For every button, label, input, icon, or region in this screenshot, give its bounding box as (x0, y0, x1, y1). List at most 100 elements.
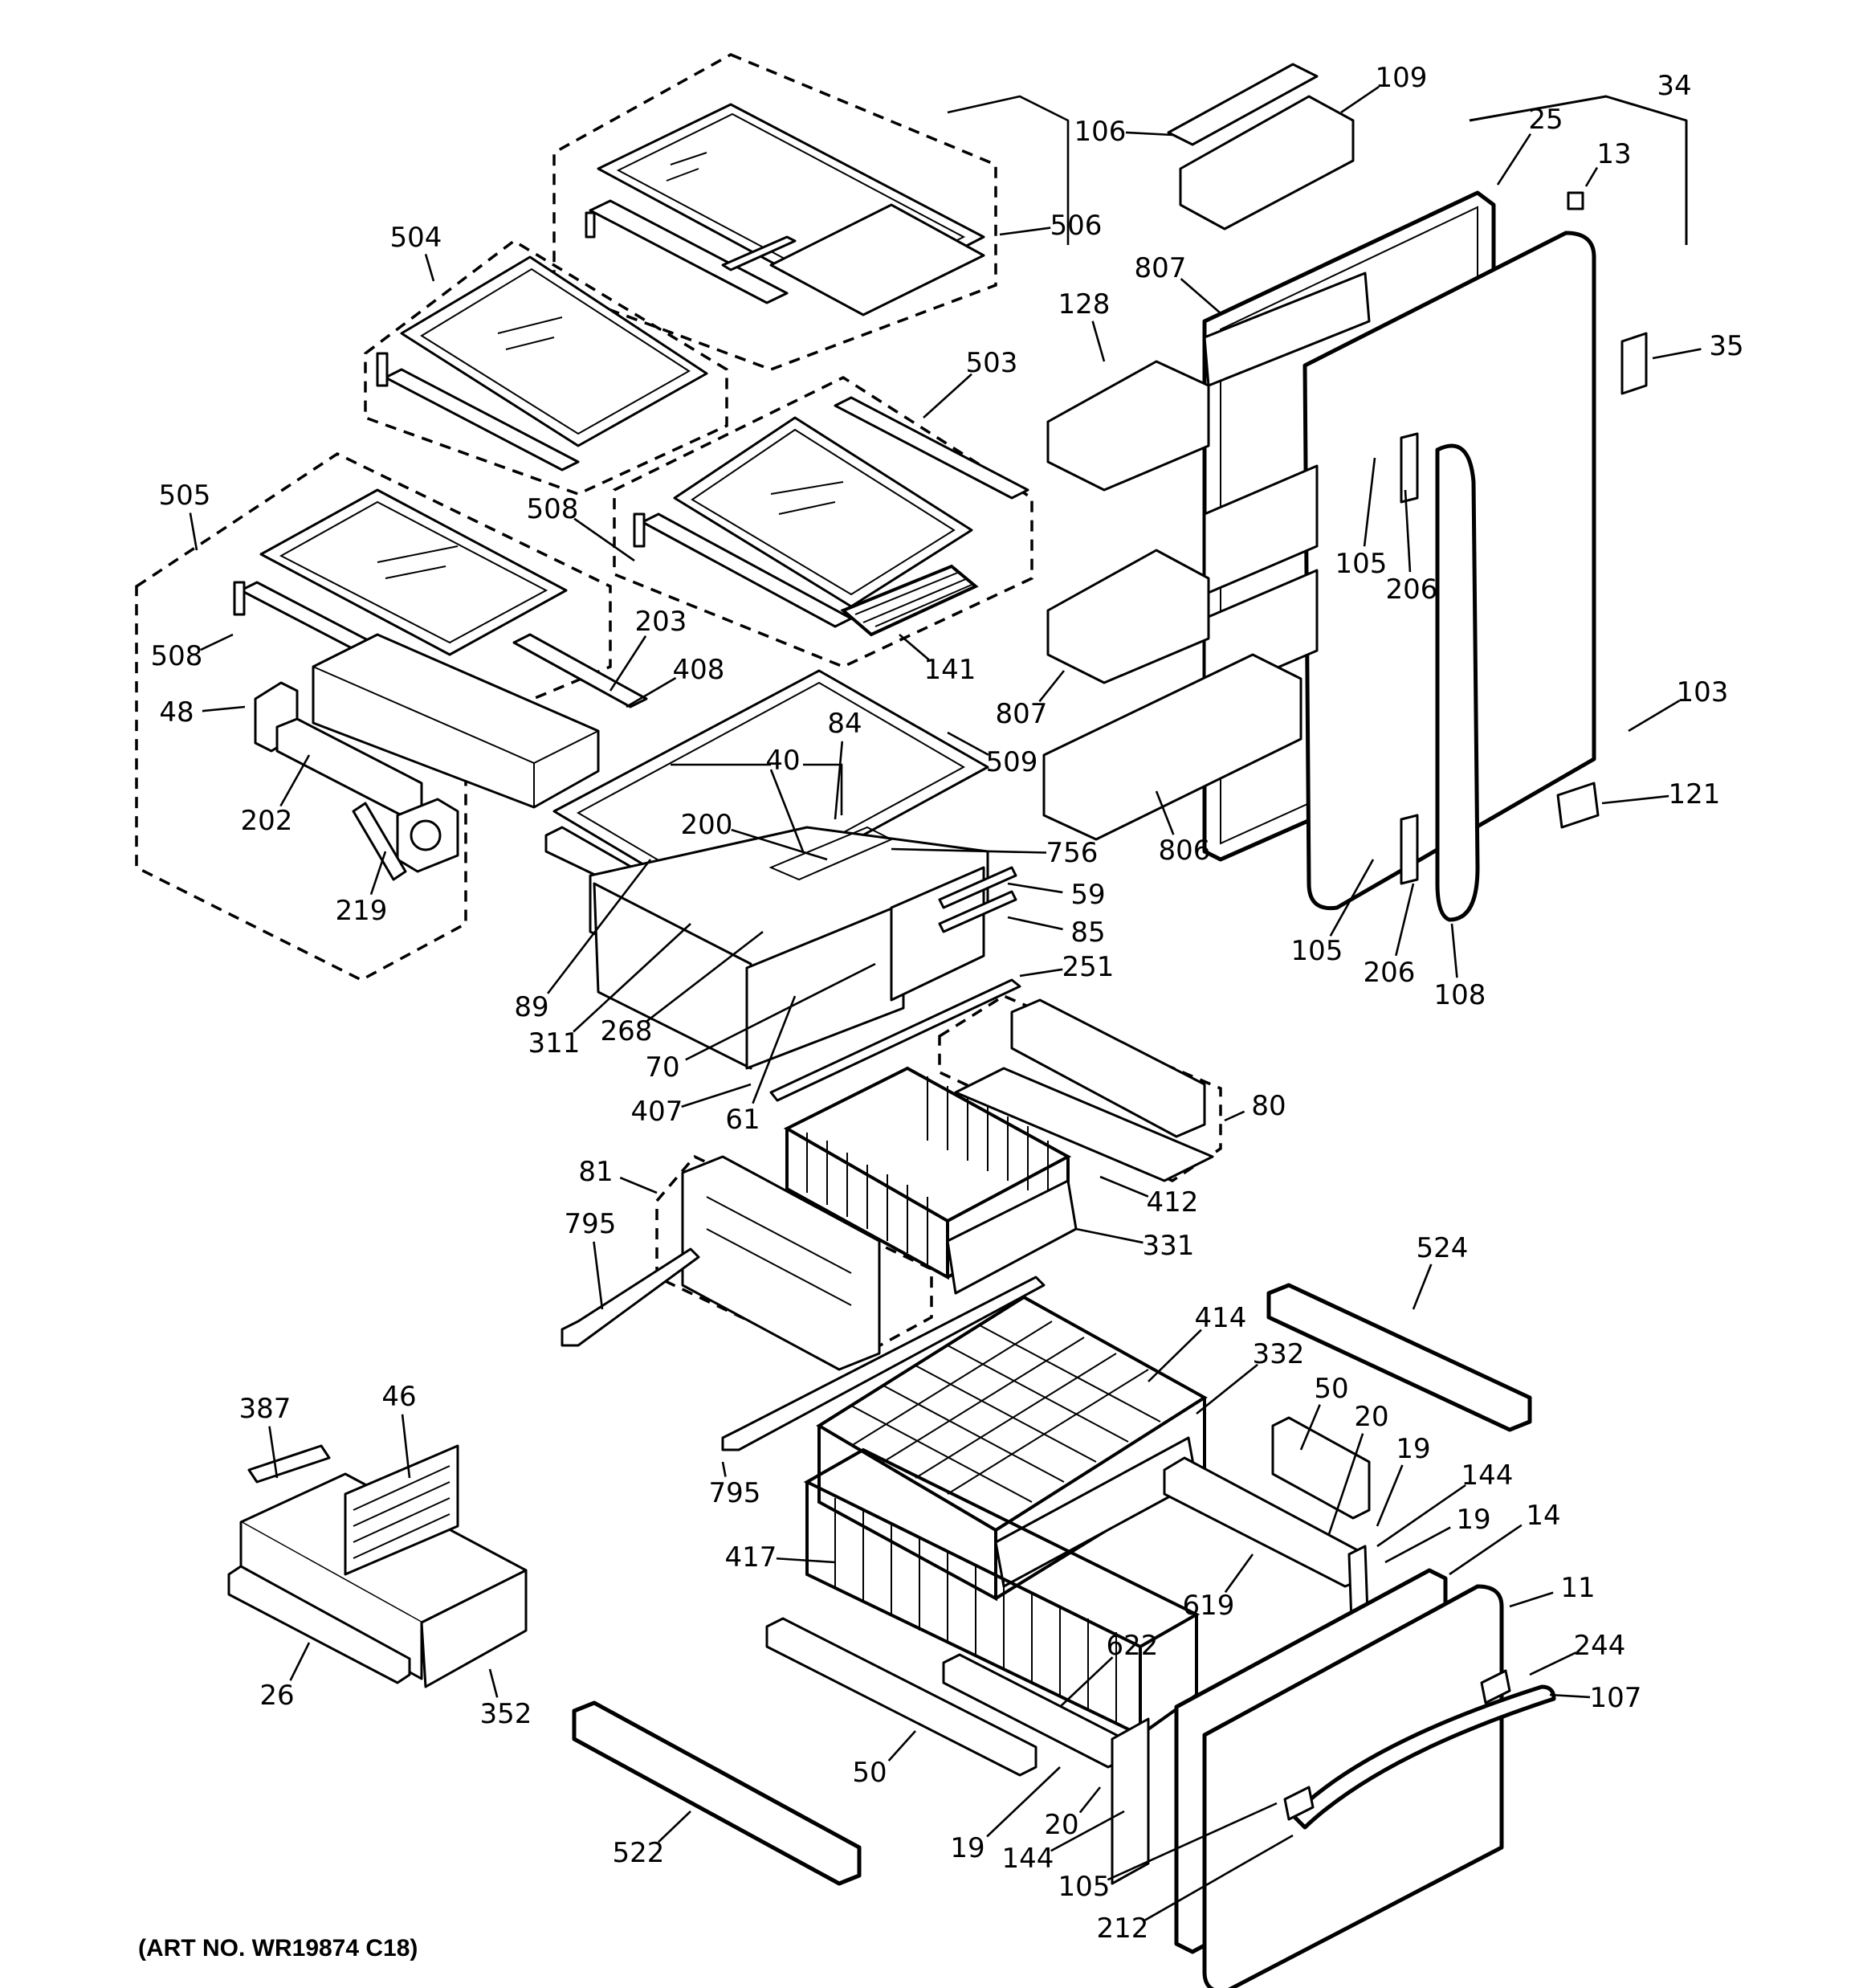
callout-522: 522 (613, 1837, 665, 1869)
leader-795 (593, 1241, 604, 1310)
callout-504: 504 (390, 222, 442, 254)
callout-200: 200 (681, 809, 733, 841)
leader-200 (731, 828, 828, 861)
callout-244: 244 (1574, 1630, 1626, 1662)
leader-509 (947, 731, 989, 756)
callout-59: 59 (1070, 879, 1105, 911)
leader-19 (1384, 1526, 1451, 1564)
leader-128 (1091, 320, 1106, 362)
callout-509: 509 (986, 746, 1038, 778)
leader-141 (899, 634, 930, 661)
callout-414: 414 (1195, 1302, 1247, 1334)
callout-206: 206 (1364, 957, 1416, 989)
leader-25 (1496, 133, 1532, 186)
callout-11: 11 (1560, 1572, 1595, 1604)
crisper-cover-assembly (544, 669, 1021, 1102)
freezer-handle-107 (1290, 1684, 1556, 1830)
callout-524: 524 (1417, 1232, 1469, 1264)
leader-619 (1224, 1553, 1254, 1594)
callout-48: 48 (159, 696, 194, 729)
callout-105: 105 (1058, 1871, 1111, 1903)
leader-407 (681, 1083, 752, 1108)
leader-105 (1363, 457, 1376, 547)
leader-11 (1509, 1591, 1554, 1608)
leader-20 (1078, 1786, 1102, 1814)
callout-108: 108 (1434, 979, 1486, 1011)
leader-105 (1329, 859, 1375, 937)
leader-622 (1059, 1656, 1114, 1708)
leader-35 (1652, 348, 1702, 360)
callout-795: 795 (565, 1208, 617, 1240)
leader-144 (1376, 1484, 1466, 1548)
leader-503 (923, 373, 972, 418)
leader-144 (1050, 1810, 1125, 1852)
leader-508 (573, 517, 635, 562)
rail-522 (572, 1700, 862, 1886)
callout-311: 311 (528, 1027, 581, 1059)
callout-50: 50 (852, 1757, 887, 1789)
drawer-frame-81 (561, 1155, 881, 1371)
leader-19 (986, 1766, 1061, 1838)
leader-417 (776, 1557, 836, 1564)
leader-89 (547, 859, 652, 994)
leader-108 (1450, 923, 1458, 978)
callout-141: 141 (924, 654, 976, 686)
leader-203 (609, 635, 647, 692)
callout-80: 80 (1251, 1090, 1286, 1122)
group-503-outline (613, 375, 1033, 668)
leader-408 (626, 676, 677, 708)
leader-522 (658, 1810, 691, 1843)
callout-50: 50 (1314, 1373, 1348, 1405)
callout-806: 806 (1159, 835, 1211, 867)
callout-251: 251 (1062, 951, 1115, 983)
leader-331 (1075, 1227, 1143, 1244)
leader-48 (202, 705, 246, 712)
leader-251 (1019, 968, 1063, 978)
callout-107: 107 (1590, 1682, 1642, 1714)
leader-106 (1125, 131, 1173, 137)
callout-103: 103 (1677, 676, 1729, 708)
bin-806 (1042, 653, 1302, 841)
callout-19: 19 (1456, 1504, 1490, 1536)
callout-807: 807 (1135, 252, 1187, 284)
callout-14: 14 (1526, 1500, 1560, 1532)
callout-412: 412 (1147, 1186, 1199, 1219)
callout-807: 807 (996, 698, 1048, 730)
leader-202 (279, 754, 311, 807)
callout-25: 25 (1528, 104, 1563, 136)
leader-412 (1099, 1175, 1149, 1198)
leader-59 (1007, 882, 1063, 894)
callout-268: 268 (601, 1015, 653, 1047)
leader-109 (1340, 85, 1380, 114)
callout-106: 106 (1074, 116, 1127, 148)
ice-bin-assembly (227, 1444, 528, 1688)
callout-89: 89 (514, 991, 548, 1023)
leader-332 (1196, 1363, 1258, 1415)
callout-40: 40 (765, 745, 800, 777)
callout-19: 19 (1396, 1433, 1430, 1465)
shelf-506-assembly (585, 103, 985, 316)
callout-417: 417 (725, 1541, 777, 1574)
callout-503: 503 (966, 347, 1018, 379)
leader-505 (189, 512, 198, 551)
callout-70: 70 (645, 1051, 679, 1084)
dairy-bin-109 (1179, 95, 1355, 231)
leader-807 (1038, 670, 1066, 703)
callout-34: 34 (1657, 70, 1691, 102)
callout-622: 622 (1107, 1630, 1159, 1662)
leader-107 (1549, 1693, 1591, 1699)
callout-35: 35 (1709, 330, 1743, 362)
leader-756 (891, 847, 1047, 854)
leader-524 (1412, 1263, 1433, 1310)
callout-332: 332 (1253, 1338, 1305, 1370)
wire-basket-331 (783, 998, 1214, 1295)
bracket-right-lower (1111, 1717, 1150, 1885)
callout-46: 46 (381, 1381, 416, 1413)
callout-219: 219 (336, 895, 388, 927)
leader-85 (1007, 916, 1063, 931)
leader-84 (834, 741, 844, 820)
callout-508: 508 (151, 640, 203, 672)
callout-26: 26 (259, 1680, 294, 1712)
callout-212: 212 (1097, 1912, 1149, 1945)
